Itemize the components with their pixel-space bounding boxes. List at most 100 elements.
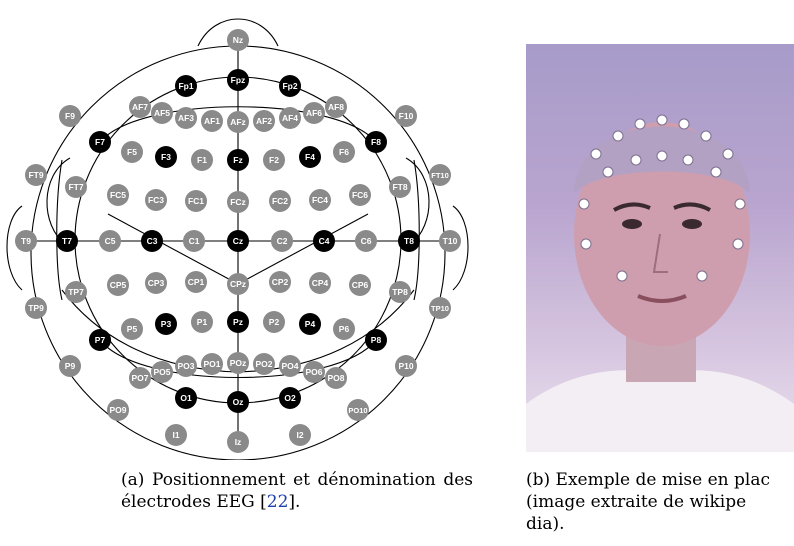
right-ear-outline <box>452 205 469 291</box>
electrode-af5: AF5 <box>151 102 173 124</box>
electrode-c2: C2 <box>271 230 293 252</box>
electrode-marker <box>299 313 321 335</box>
electrode-i1: I1 <box>165 424 187 446</box>
electrode-po7: PO7 <box>129 367 151 389</box>
electrode-f3: F3 <box>155 146 177 168</box>
electrode-oz: Oz <box>227 391 249 413</box>
electrode-p7: P7 <box>89 329 111 351</box>
electrode-label: Fz <box>233 155 242 165</box>
electrode-marker <box>269 190 291 212</box>
electrode-t8: T8 <box>398 230 420 252</box>
electrode-c3: C3 <box>141 230 163 252</box>
electrode-cp1: CP1 <box>185 271 207 293</box>
electrode-label: PO10 <box>348 406 367 415</box>
electrode-label: C6 <box>361 236 372 246</box>
electrode-label: F2 <box>269 155 279 165</box>
electrode-marker <box>398 230 420 252</box>
eeg-cap-illustration <box>526 114 794 452</box>
electrode-label: F6 <box>339 147 349 157</box>
electrode-p6: P6 <box>333 318 355 340</box>
electrode-label: AF2 <box>256 116 272 126</box>
electrode-label: C3 <box>147 236 158 246</box>
caption-a: (a) Positionnement et dénomination des é… <box>121 469 473 513</box>
electrode-cz: Cz <box>227 230 249 252</box>
electrode-marker <box>325 96 347 118</box>
electrode-marker <box>121 141 143 163</box>
electrode-label: PO3 <box>177 361 194 371</box>
electrode-marker <box>191 149 213 171</box>
electrode-fz: Fz <box>227 149 249 171</box>
electrode-marker <box>263 311 285 333</box>
electrode-marker <box>439 230 461 252</box>
electrode-f9: F9 <box>59 105 81 127</box>
electrode-label: FT10 <box>431 171 449 180</box>
electrode-label: Fp2 <box>282 81 297 91</box>
electrode-marker <box>227 273 249 295</box>
electrode-marker <box>25 297 47 319</box>
electrode-marker <box>279 107 301 129</box>
electrode-marker <box>89 329 111 351</box>
electrode-marker <box>227 191 249 213</box>
electrode-af7: AF7 <box>129 96 151 118</box>
electrode-ft8: FT8 <box>389 176 411 198</box>
electrode-marker <box>333 141 355 163</box>
electrode-label: FC4 <box>312 195 328 205</box>
electrode-cpz: CPz <box>227 273 249 295</box>
citation-link[interactable]: 22 <box>266 492 289 512</box>
electrode-label: AFz <box>230 117 246 127</box>
electrode-f10: F10 <box>395 105 417 127</box>
electrode-marker <box>107 184 129 206</box>
electrode-label: AF6 <box>306 108 322 118</box>
electrode-label: Nz <box>233 35 243 45</box>
electrode-label: AF3 <box>178 113 194 123</box>
electrode-marker <box>25 164 47 186</box>
electrode-label: T9 <box>21 236 31 246</box>
electrode-marker <box>121 318 143 340</box>
electrode-marker <box>365 329 387 351</box>
electrode-t9: T9 <box>15 230 37 252</box>
electrode-cp4: CP4 <box>309 272 331 294</box>
diag-right <box>237 213 369 285</box>
electrode-marker <box>289 424 311 446</box>
electrode-label: P3 <box>161 319 172 329</box>
electrode-label: AF1 <box>204 116 220 126</box>
electrode-f5: F5 <box>121 141 143 163</box>
electrode-iz: Iz <box>227 431 249 453</box>
electrode-label: CP6 <box>352 280 369 290</box>
electrode-label: C4 <box>319 236 330 246</box>
electrode-label: F3 <box>161 152 171 162</box>
electrode-label: FC6 <box>352 190 368 200</box>
electrode-label: TP7 <box>68 287 84 297</box>
occipital-arc <box>99 339 377 378</box>
electrode-marker <box>155 313 177 335</box>
electrode-tp9: TP9 <box>25 297 47 319</box>
diag-left <box>107 213 239 285</box>
electrode-label: FC3 <box>148 195 164 205</box>
electrode-marker <box>309 189 331 211</box>
electrode-marker <box>191 311 213 333</box>
electrode-marker <box>227 149 249 171</box>
electrode-c6: C6 <box>355 230 377 252</box>
electrode-marker <box>429 297 451 319</box>
electrode-label: PO2 <box>255 359 272 369</box>
electrode-marker <box>333 318 355 340</box>
electrode-label: P6 <box>339 324 350 334</box>
electrode-marker <box>65 176 87 198</box>
electrode-label: CPz <box>230 279 246 289</box>
electrode-marker <box>175 387 197 409</box>
temporal-curve-right <box>413 159 420 301</box>
electrode-label: F4 <box>305 152 315 162</box>
electrode-marker <box>151 361 173 383</box>
electrode-p1: P1 <box>191 311 213 333</box>
electrode-p10: P10 <box>395 355 417 377</box>
electrode-fcz: FCz <box>227 191 249 213</box>
electrode-label: F10 <box>399 111 414 121</box>
electrode-label: AF5 <box>154 108 170 118</box>
electrode-marker <box>279 75 301 97</box>
caption-b-line3: dia). <box>526 514 565 534</box>
electrode-f7: F7 <box>89 131 111 153</box>
electrode-label: P1 <box>197 317 208 327</box>
electrode-c4: C4 <box>313 230 335 252</box>
electrode-c5: C5 <box>99 230 121 252</box>
